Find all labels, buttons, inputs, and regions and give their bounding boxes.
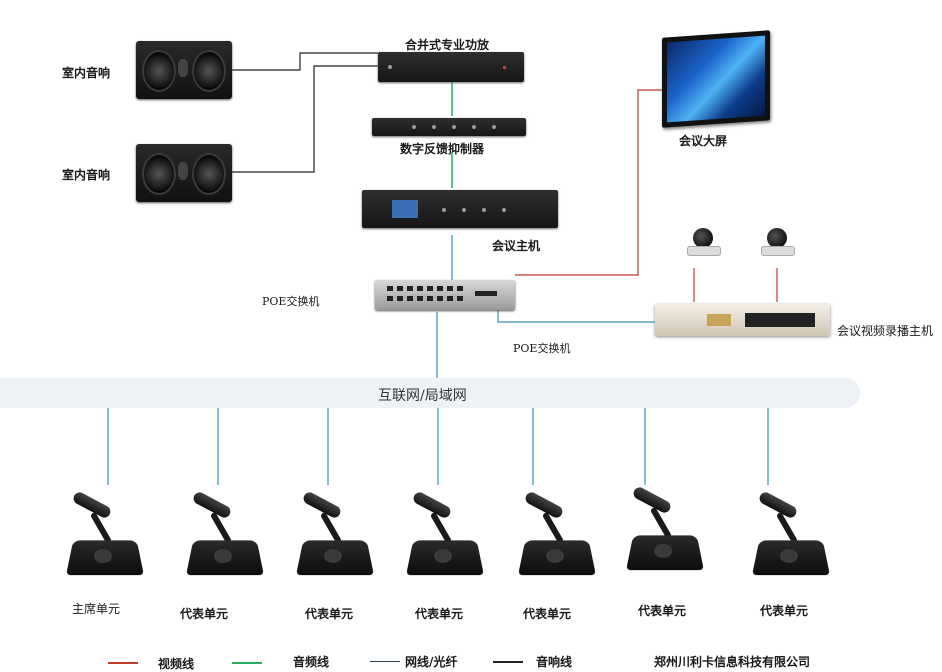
legend-label-video: 视频线 [158,657,195,671]
feedback-suppressor-device [372,118,526,136]
speaker-line-bottom [232,65,378,173]
unit-label-1: 主席单元 [72,602,121,616]
unit-label-2: 代表单元 [180,607,229,621]
network-bar [0,378,860,408]
unit-mic-7 [752,490,830,581]
unit-label-7: 代表单元 [760,604,809,618]
poe-switch-left-label: POE交换机 [262,295,320,308]
speaker-line-top [232,52,378,71]
indoor-speaker-top [136,41,232,99]
feedback-suppressor-label: 数字反馈抑制器 [400,142,485,156]
big-screen-label: 会议大屏 [679,134,728,148]
legend-label-audio: 音频线 [293,655,330,669]
speaker-top-label: 室内音响 [62,66,111,80]
legend-line-audio [232,662,262,664]
unit-mic-1 [66,490,144,581]
legend-line-video [108,662,138,664]
unit-mic-3 [296,490,374,581]
network-line-switch-recorder [497,310,655,323]
poe-switch-right-label: POE交换机 [513,342,571,355]
indoor-speaker-bottom [136,144,232,202]
unit-label-6: 代表单元 [638,604,687,618]
unit-label-5: 代表单元 [523,607,572,621]
unit-label-4: 代表单元 [415,607,464,621]
legend-line-speaker [493,661,523,663]
company-name: 郑州川利卡信息科技有限公司 [654,655,811,669]
video-recorder-device [655,304,830,336]
unit-label-3: 代表单元 [305,607,354,621]
camera-left [683,228,723,258]
poe-switch-device [375,280,515,310]
video-line-switch-screen [515,89,668,276]
video-recorder-label: 会议视频录播主机 [837,324,934,338]
unit-mic-6 [626,485,704,576]
unit-mic-2 [186,490,264,581]
legend-label-network: 网线/光纤 [405,655,458,669]
camera-right [757,228,797,258]
legend-line-network [370,661,400,662]
amplifier-label: 合并式专业功放 [405,38,490,52]
speaker-bottom-label: 室内音响 [62,168,111,182]
conference-host-device [362,190,558,228]
conference-big-screen [662,30,770,128]
amplifier-device [378,52,524,82]
unit-mic-4 [406,490,484,581]
conference-host-label: 会议主机 [492,239,541,253]
unit-mic-5 [518,490,596,581]
legend-label-speaker: 音响线 [536,655,573,669]
network-label: 互联网/局域网 [378,388,467,404]
